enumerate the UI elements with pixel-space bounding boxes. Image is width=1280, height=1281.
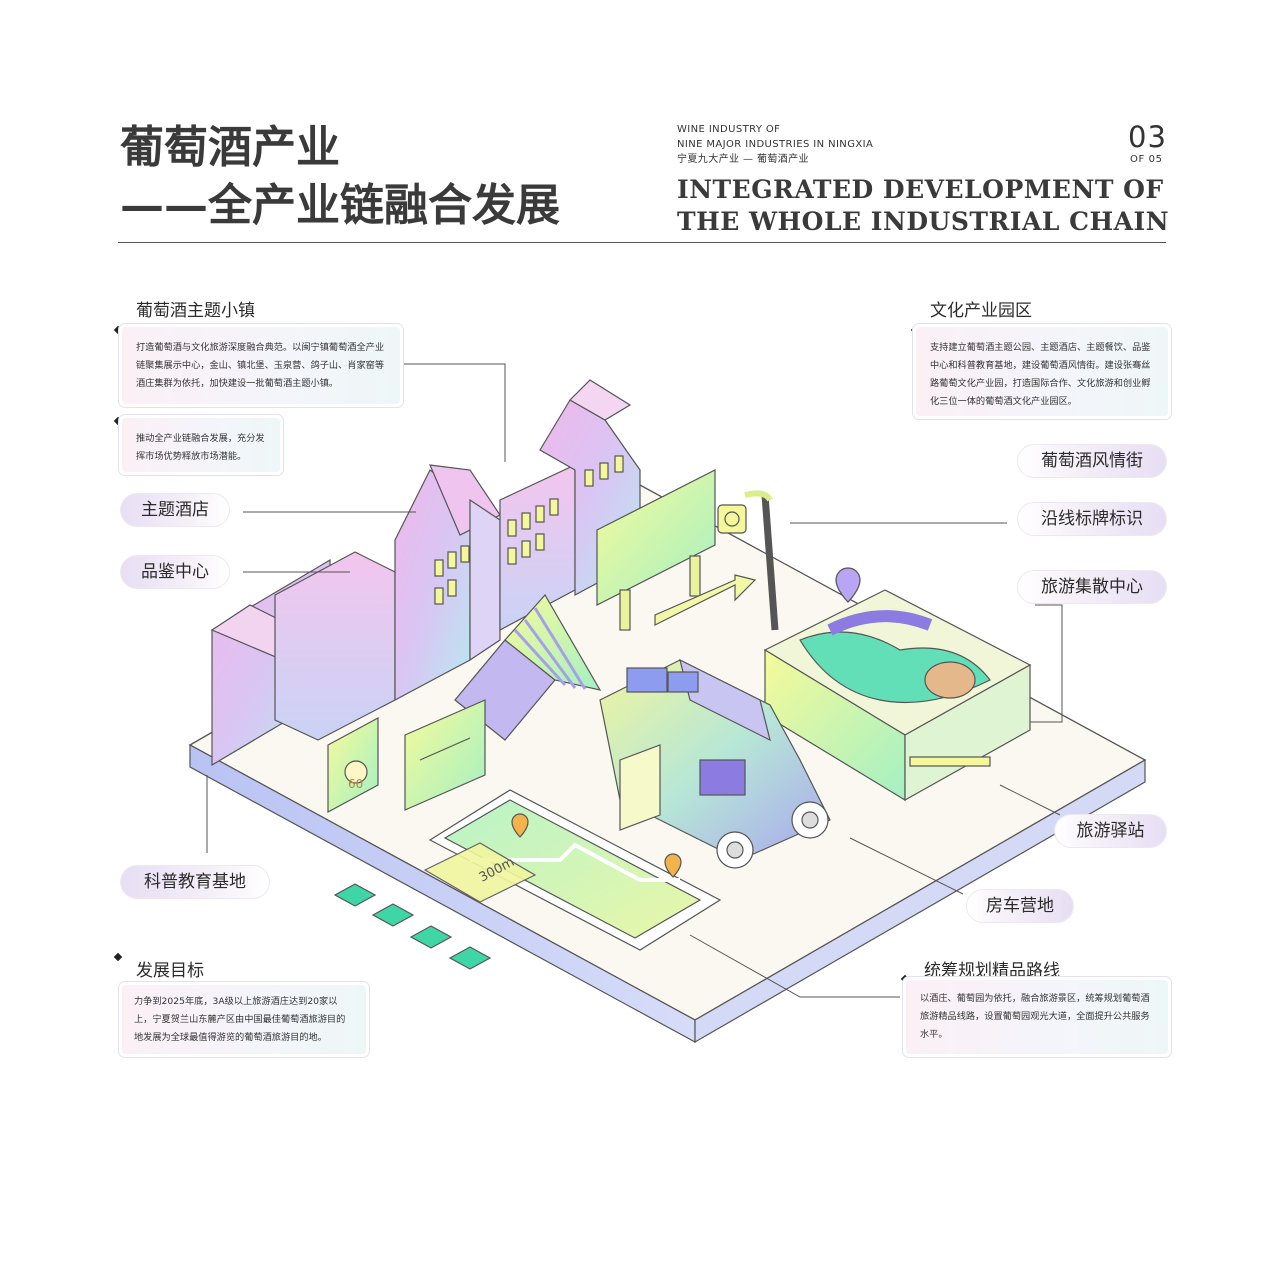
section-title-goal: 发展目标 <box>136 961 204 981</box>
subtitle-en-1: WINE INDUSTRY OF <box>677 124 781 135</box>
phone-map <box>423 789 722 951</box>
camper-van <box>599 658 831 869</box>
section-title-wine-town: 葡萄酒主题小镇 <box>136 301 255 321</box>
label-rv-camp: 房车营地 <box>967 890 1073 922</box>
route-text: 以酒庄、葡萄园为依托，融合旅游景区，统筹规划葡萄酒旅游精品线路，设置葡萄园观光大… <box>906 980 1168 1054</box>
market-text: 推动全产业链融合发展，充分发挥市场优势释放市场潜能。 <box>122 418 280 472</box>
label-science-base: 科普教育基地 <box>121 866 269 898</box>
route-text-box: 以酒庄、葡萄园为依托，融合旅游景区，统筹规划葡萄酒旅游精品线路，设置葡萄园观光大… <box>902 976 1172 1058</box>
heading-en-2: THE WHOLE INDUSTRIAL CHAIN <box>677 207 1170 236</box>
page-total: OF 05 <box>1130 154 1163 165</box>
tourist-center-building <box>763 567 1032 802</box>
sign-panels <box>327 699 486 814</box>
label-tasting-center: 品鉴中心 <box>121 556 229 588</box>
header-divider <box>118 242 1166 243</box>
label-tourist-station: 旅游驿站 <box>1055 815 1166 847</box>
page-title-line2: ——全产业链融合发展 <box>120 180 560 231</box>
label-wine-street: 葡萄酒风情街 <box>1018 445 1166 477</box>
speed-sign-label: 60 <box>348 777 363 791</box>
goal-text-box: 力争到2025年底，3A级以上旅游酒庄达到20家以上，宁夏贺兰山东麓产区由中国最… <box>118 981 370 1058</box>
label-theme-hotel: 主题酒店 <box>121 494 229 526</box>
wine-town-text-box: 打造葡萄酒与文化旅游深度融合典范。以闽宁镇葡萄酒全产业链聚集展示中心，金山、镇北… <box>118 323 404 408</box>
market-text-box: 推动全产业链融合发展，充分发挥市场优势释放市场潜能。 <box>118 414 284 476</box>
section-title-culture-park: 文化产业园区 <box>930 301 1032 321</box>
subtitle-en-2: NINE MAJOR INDUSTRIES IN NINGXIA <box>677 139 874 150</box>
culture-park-text-box: 支持建立葡萄酒主题公园、主题酒店、主题餐饮、品鉴中心和科普教育基地，建设葡萄酒风… <box>912 323 1172 420</box>
culture-park-text: 支持建立葡萄酒主题公园、主题酒店、主题餐饮、品鉴中心和科普教育基地，建设葡萄酒风… <box>916 327 1168 416</box>
app-icons <box>333 883 492 970</box>
goal-text: 力争到2025年底，3A级以上旅游酒庄达到20家以上，宁夏贺兰山东麓产区由中国最… <box>122 985 366 1054</box>
wine-town-text: 打造葡萄酒与文化旅游深度融合典范。以闽宁镇葡萄酒全产业链聚集展示中心，金山、镇北… <box>122 327 400 404</box>
page-title-line1: 葡萄酒产业 <box>120 122 340 173</box>
page-number: 03 <box>1128 120 1167 154</box>
tent <box>454 593 602 741</box>
label-tourist-center: 旅游集散中心 <box>1018 571 1166 603</box>
theme-buildings <box>210 379 641 767</box>
leader-lines <box>206 363 1063 998</box>
signage-billboard <box>596 469 779 631</box>
label-signage: 沿线标牌标识 <box>1018 503 1166 535</box>
subtitle-cn: 宁夏九大产业 — 葡萄酒产业 <box>677 154 809 165</box>
heading-en-1: INTEGRATED DEVELOPMENT OF <box>677 175 1164 204</box>
